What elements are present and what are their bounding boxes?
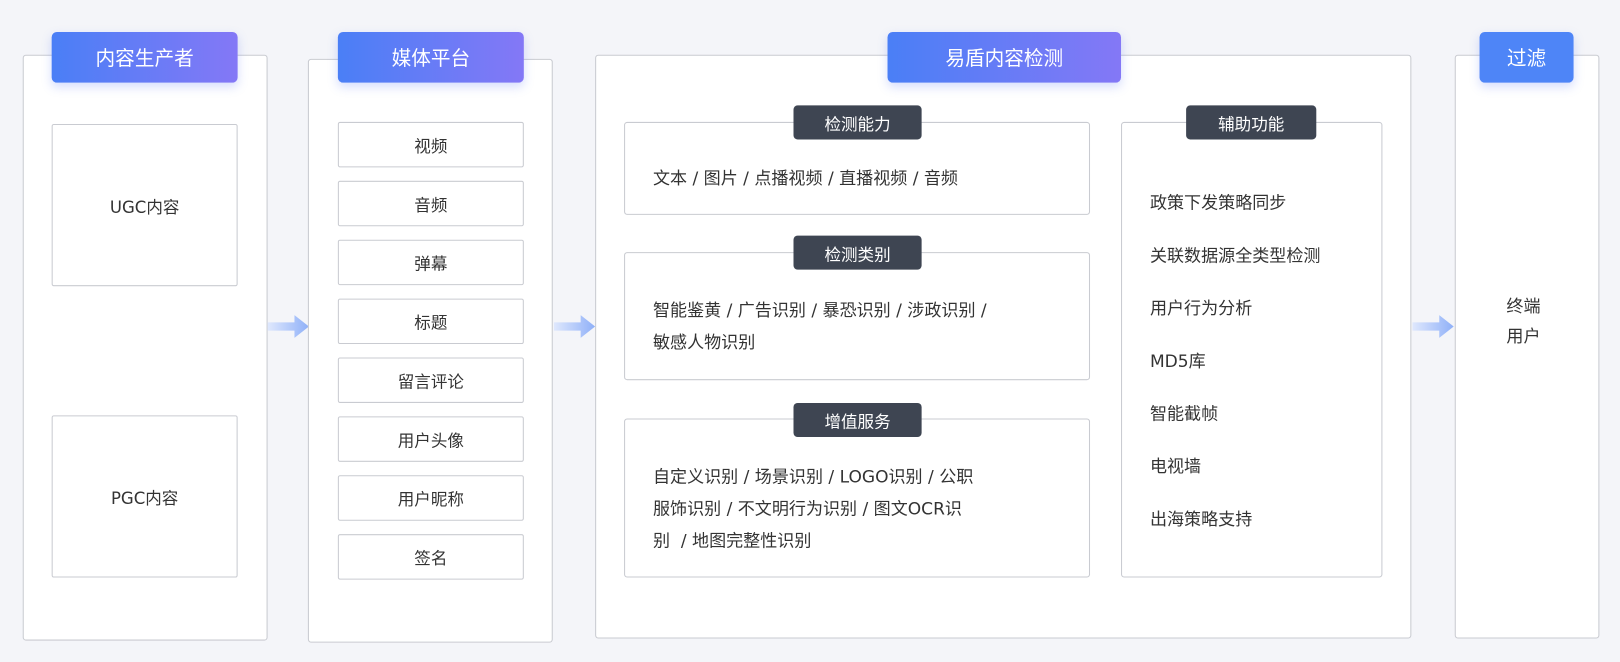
end-user-line: 终端: [1506, 296, 1541, 317]
value-added-line: 别 / 地图完整性识别: [652, 531, 812, 551]
auxiliary-item: 电视墙: [1149, 456, 1202, 477]
category-box: 智能鉴黄 / 广告识别 / 暴恐识别 / 涉政识别 / 敏感人物识别: [624, 252, 1091, 381]
value-added-line: 自定义识别 / 场景识别 / LOGO识别 / 公职: [652, 467, 974, 487]
category-line: 智能鉴黄 / 广告识别 / 暴恐识别 / 涉政识别 /: [652, 300, 987, 321]
arrow-right-icon: [553, 315, 596, 338]
ugc-content-box: UGC内容: [51, 123, 238, 287]
category-label: 检测类别: [793, 235, 922, 270]
platform-item: 留言评论: [337, 357, 524, 403]
auxiliary-label: 辅助功能: [1186, 105, 1317, 140]
platform-item: 签名: [337, 534, 524, 580]
capability-text: 文本 / 图片 / 点播视频 / 直播视频 / 音频: [652, 168, 958, 189]
arrow-right-icon: [1412, 315, 1454, 338]
value-added-line: 服饰识别 / 不文明行为识别 / 图文OCR识: [652, 499, 962, 519]
auxiliary-item: 出海策略支持: [1149, 509, 1253, 529]
end-user-text: 终端 用户: [1506, 291, 1540, 351]
platform-item: 音频: [337, 180, 524, 227]
platform-item: 用户昵称: [337, 475, 524, 521]
end-user-line: 用户: [1506, 326, 1541, 347]
producer-header: 内容生产者: [51, 32, 238, 83]
platform-header: 媒体平台: [337, 32, 524, 83]
platform-item: 用户头像: [337, 416, 524, 462]
auxiliary-box: 政策下发策略同步关联数据源全类型检测用户行为分析 MD5库智能截帧电视墙出海策略支…: [1121, 121, 1383, 578]
value-added-text: 自定义识别 / 场景识别 / LOGO识别 / 公职 服饰识别 / 不文明行为识…: [653, 461, 973, 557]
filter-panel: [1454, 54, 1600, 639]
capability-label: 检测能力: [793, 105, 922, 140]
value-added-box: 自定义识别 / 场景识别 / LOGO识别 / 公职 服饰识别 / 不文明行为识…: [624, 418, 1091, 578]
auxiliary-item: 政策下发策略同步: [1149, 193, 1287, 213]
filter-header: 过滤: [1479, 32, 1574, 83]
category-line: 敏感人物识别: [652, 332, 756, 353]
auxiliary-item: MD5库: [1149, 351, 1206, 371]
auxiliary-item: 用户行为分析: [1149, 298, 1253, 319]
arrow-right-icon: [267, 315, 309, 338]
value-added-label: 增值服务: [793, 402, 922, 438]
auxiliary-item: 智能截帧: [1149, 403, 1219, 424]
category-text: 智能鉴黄 / 广告识别 / 暴恐识别 / 涉政识别 / 敏感人物识别: [653, 294, 987, 358]
platform-item: 弹幕: [337, 239, 524, 286]
platform-item: 标题: [337, 298, 524, 345]
detection-header: 易盾内容检测: [887, 32, 1122, 83]
platform-item: 视频: [337, 121, 524, 168]
auxiliary-item: 关联数据源全类型检测: [1149, 245, 1321, 266]
pgc-content-box: PGC内容: [51, 415, 238, 578]
capability-box: 文本 / 图片 / 点播视频 / 直播视频 / 音频: [624, 121, 1091, 215]
